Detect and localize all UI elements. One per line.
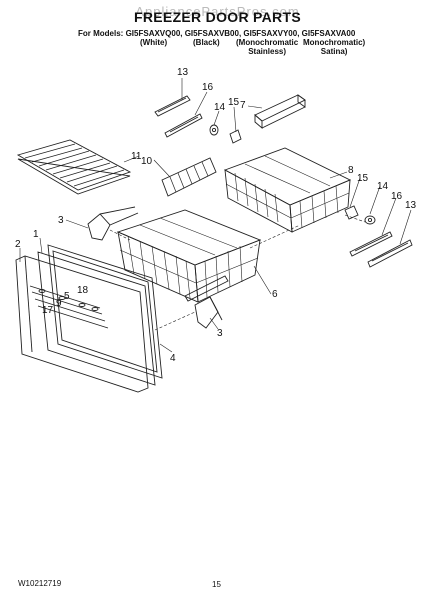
part-bracket-3-upper	[87, 206, 139, 241]
watermark: AppliancePartsPros.com	[135, 4, 300, 19]
part-handle-assembly	[29, 285, 109, 329]
callout-3-upper: 3	[58, 215, 64, 226]
callout-4: 4	[170, 353, 176, 364]
variant-mono-stainless: (Monochromatic Stainless)	[236, 38, 298, 56]
callout-8: 8	[348, 165, 354, 176]
part-slide-right	[349, 231, 393, 257]
callout-11: 11	[131, 151, 142, 162]
variant-mono-satina: Monochromatic) Satina)	[303, 38, 365, 56]
part-rail-right	[367, 239, 413, 268]
part-bracket-3-lower	[194, 296, 223, 329]
part-upper-basket-handle	[254, 94, 306, 129]
part-shelf-panel	[16, 139, 132, 195]
part-basket-divider	[161, 157, 217, 197]
variant-mono-satina-l2: Satina)	[320, 47, 348, 56]
callout-18: 18	[77, 285, 89, 296]
callout-15-right: 15	[357, 173, 369, 184]
page-number: 15	[212, 580, 221, 589]
callout-2: 2	[15, 239, 21, 250]
callout-14-top: 14	[214, 102, 226, 113]
part-basket-slide	[184, 275, 229, 302]
callout-3-lower: 3	[217, 328, 223, 339]
callout-labels: 13 16 14 15 7 11 10 8 15 14 16 13 3 1 2 …	[15, 67, 417, 364]
alignment-lines	[109, 214, 366, 331]
callout-16-top: 16	[202, 82, 214, 93]
callout-1: 1	[33, 229, 39, 240]
models-line: For Models: GI5FSAXVQ00, GI5FSAXVB00, GI…	[78, 29, 355, 38]
callout-16-right: 16	[391, 191, 403, 202]
doc-number: W10212719	[18, 579, 62, 588]
callout-15-top: 15	[228, 97, 240, 108]
part-door-gasket	[47, 244, 163, 379]
callout-13-top: 13	[177, 67, 189, 78]
part-roller-top	[209, 124, 219, 136]
callout-14-right: 14	[377, 181, 389, 192]
variant-black: (Black)	[193, 38, 220, 47]
part-upper-wire-basket	[223, 147, 352, 233]
leader-lines	[19, 78, 412, 353]
variant-mono-satina-l1: Monochromatic)	[303, 38, 366, 47]
callout-6: 6	[272, 289, 278, 300]
part-roller-right	[364, 215, 376, 225]
variant-white: (White)	[140, 38, 168, 47]
models-prefix: For Models:	[78, 29, 124, 38]
part-rail-top-left	[154, 95, 191, 117]
part-door-front-panel	[15, 255, 149, 393]
page-title: FREEZER DOOR PARTS	[134, 9, 301, 25]
variant-mono-stainless-l1: (Monochromatic	[236, 38, 299, 47]
callout-17: 17	[42, 305, 54, 316]
callout-10: 10	[141, 156, 153, 167]
variant-mono-stainless-l2: Stainless)	[248, 47, 287, 56]
callout-9: 9	[56, 298, 62, 309]
callout-7: 7	[240, 100, 246, 111]
part-slide-top	[164, 113, 203, 138]
models-list: GI5FSAXVQ00, GI5FSAXVB00, GI5FSAXVY00, G…	[125, 29, 356, 38]
callout-13-right: 13	[405, 200, 417, 211]
part-bracket-top	[229, 129, 242, 144]
part-inner-door-liner	[37, 251, 156, 386]
part-lower-wire-basket	[116, 209, 262, 303]
callout-5: 5	[64, 291, 70, 302]
